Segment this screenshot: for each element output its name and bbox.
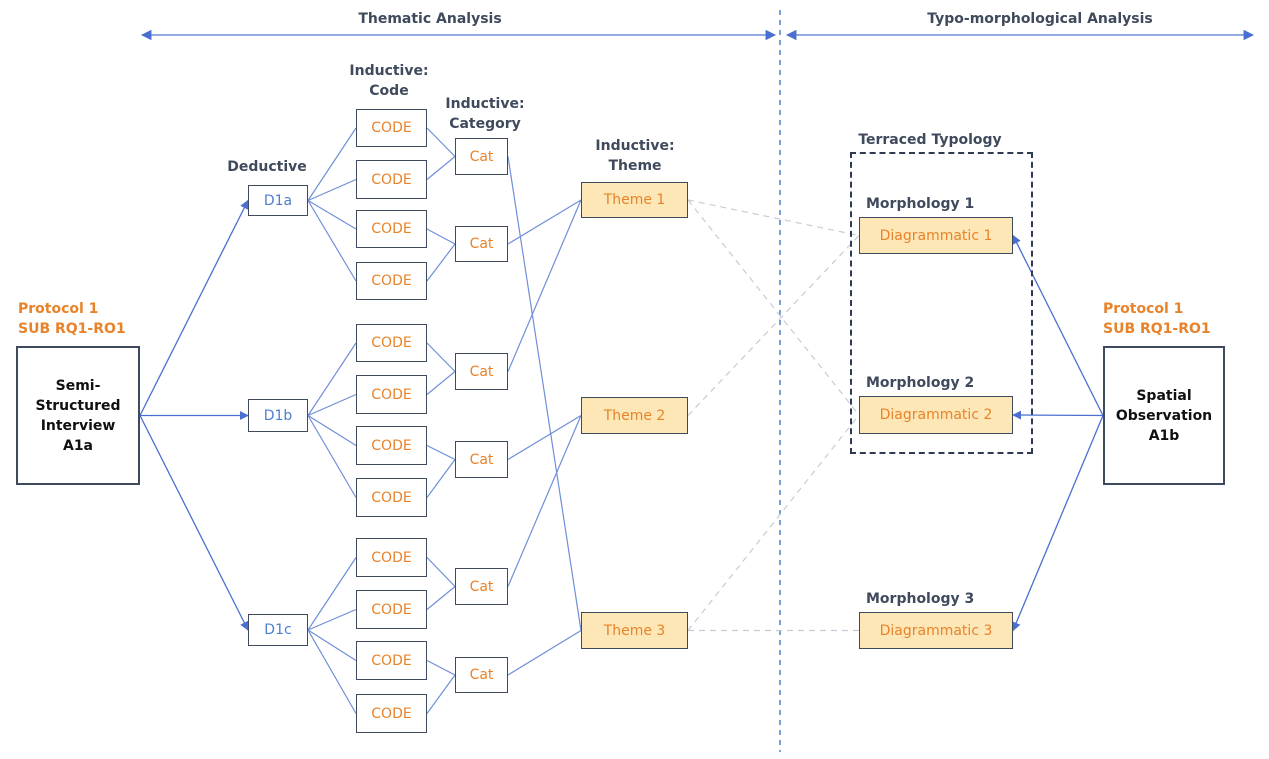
- link-d1c-code-9: [307, 557, 357, 631]
- theme-box-3: Theme 3: [581, 612, 688, 649]
- left-protocol-label: Protocol 1 SUB RQ1-RO1: [18, 301, 126, 337]
- link-code-1-cat-1: [426, 127, 456, 157]
- link-code-10-cat-5: [426, 586, 456, 610]
- link-code-2-cat-1: [426, 156, 456, 180]
- code-box-8: CODE: [356, 478, 427, 517]
- morphology-2-title: Morphology 2: [866, 375, 975, 391]
- link-d1c-code-10: [307, 608, 357, 631]
- right-protocol-label: Protocol 1 SUB RQ1-RO1: [1103, 301, 1211, 337]
- link-d1b-code-7: [307, 414, 357, 447]
- link-d1c-code-11: [307, 629, 357, 662]
- link-cat-6-theme-3: [507, 629, 582, 676]
- link-d1b-code-6: [307, 393, 357, 417]
- source-arrows: [139, 199, 1104, 632]
- morphology-1-title: Morphology 1: [866, 196, 975, 212]
- link-code-12-cat-6: [426, 674, 456, 714]
- inductive-code-label: Inductive: Code: [349, 63, 429, 99]
- theme-box-2: Theme 2: [581, 397, 688, 434]
- terraced-typology-label: Terraced Typology: [858, 132, 1002, 148]
- link-d1a-code-4: [307, 200, 357, 282]
- arrow-interview-to-d1a: [139, 199, 249, 416]
- terraced-typology-frame: [850, 152, 1033, 454]
- arrow-observation-to-diag-3: [1011, 415, 1104, 632]
- code-box-10: CODE: [356, 590, 427, 629]
- morphology-3-title: Morphology 3: [866, 591, 975, 607]
- link-cat-5-theme-2: [507, 415, 582, 587]
- link-code-4-cat-2: [426, 243, 456, 282]
- theme-box-1: Theme 1: [581, 182, 688, 218]
- code-box-3: CODE: [356, 210, 427, 248]
- link-d1a-code-1: [307, 127, 357, 201]
- link-d1a-code-2: [307, 178, 357, 202]
- link-code-9-cat-5: [426, 557, 456, 587]
- code-box-12: CODE: [356, 694, 427, 733]
- dashed-connectors: [687, 199, 860, 632]
- link-d1b-code-5: [307, 342, 357, 416]
- link-code-11-cat-6: [426, 659, 456, 676]
- code-box-1: CODE: [356, 109, 427, 147]
- link-code-6-cat-3: [426, 371, 456, 395]
- link-code-8-cat-4: [426, 459, 456, 498]
- semi-structured-interview-box: Semi- Structured Interview A1a: [16, 346, 140, 485]
- deductive-box-d1a: D1a: [248, 185, 308, 216]
- inductive-category-label: Inductive: Category: [445, 96, 525, 132]
- arrow-observation-to-diag-1: [1012, 234, 1104, 416]
- link-d1b-code-8: [307, 415, 357, 498]
- dashed-theme-1-diag-2: [687, 199, 860, 416]
- category-box-6: Cat: [455, 657, 508, 693]
- typo-morphological-analysis-title: Typo-morphological Analysis: [927, 11, 1153, 27]
- code-box-6: CODE: [356, 375, 427, 414]
- code-box-9: CODE: [356, 538, 427, 577]
- dashed-theme-1-diag-1: [687, 199, 860, 237]
- category-box-3: Cat: [455, 353, 508, 390]
- link-d1c-code-12: [307, 629, 357, 714]
- spatial-observation-box: Spatial Observation A1b: [1103, 346, 1225, 485]
- category-box-4: Cat: [455, 441, 508, 478]
- diagrammatic-box-3: Diagrammatic 3: [859, 612, 1013, 649]
- link-cat-3-theme-1: [507, 199, 582, 372]
- category-box-5: Cat: [455, 568, 508, 605]
- link-code-7-cat-4: [426, 444, 456, 461]
- inductive-theme-label: Inductive: Theme: [595, 138, 675, 174]
- arrow-observation-to-diag-2: [1012, 410, 1104, 420]
- deductive-label: Deductive: [227, 159, 307, 175]
- deductive-box-d1c: D1c: [248, 614, 308, 646]
- deductive-box-d1b: D1b: [248, 399, 308, 432]
- link-code-5-cat-3: [426, 342, 456, 372]
- diagrammatic-box-2: Diagrammatic 2: [859, 396, 1013, 434]
- thematic-analysis-title: Thematic Analysis: [358, 11, 502, 27]
- code-box-7: CODE: [356, 426, 427, 465]
- dashed-theme-2-diag-1: [687, 235, 860, 416]
- code-box-5: CODE: [356, 324, 427, 362]
- link-cat-4-theme-2: [507, 414, 582, 461]
- dashed-theme-3-diag-2: [687, 414, 860, 631]
- link-code-3-cat-2: [426, 228, 456, 245]
- link-cat-2-theme-1: [507, 199, 582, 245]
- link-d1a-code-3: [307, 199, 357, 230]
- category-box-2: Cat: [455, 226, 508, 262]
- diagrammatic-box-1: Diagrammatic 1: [859, 217, 1013, 254]
- solid-connectors: [307, 127, 582, 714]
- category-box-1: Cat: [455, 138, 508, 175]
- link-cat-1-theme-3: [507, 156, 582, 631]
- code-box-4: CODE: [356, 262, 427, 300]
- code-box-11: CODE: [356, 641, 427, 680]
- arrow-interview-to-d1c: [139, 415, 249, 631]
- code-box-2: CODE: [356, 160, 427, 199]
